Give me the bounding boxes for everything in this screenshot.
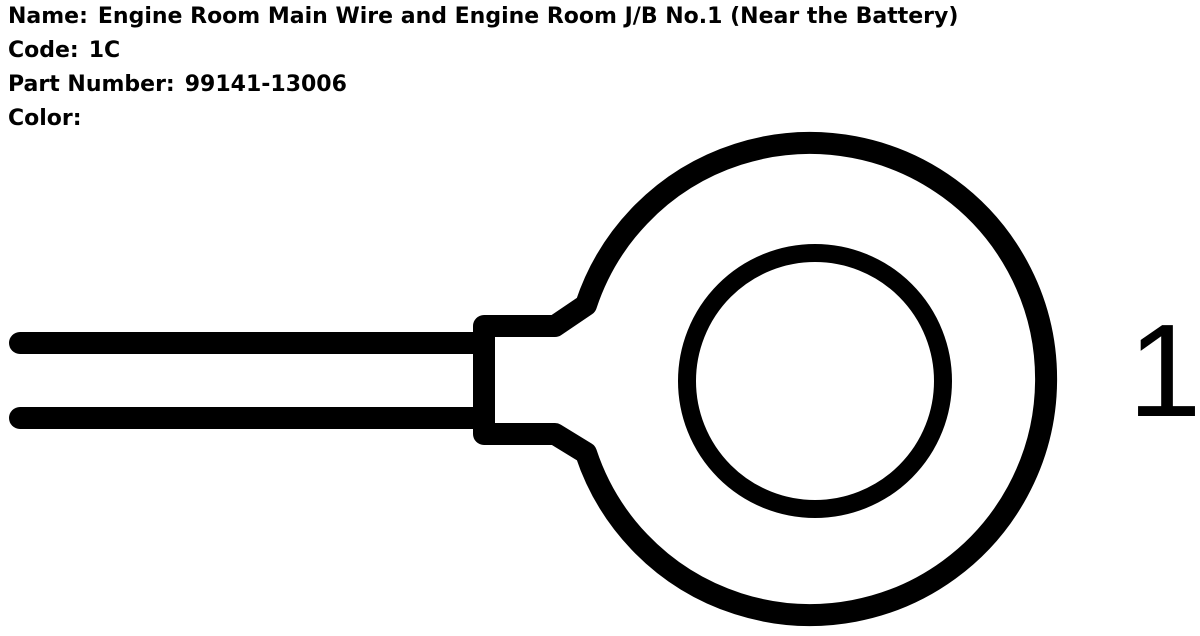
color-label: Color: (8, 106, 82, 131)
terminal-outline (473, 132, 1058, 626)
terminal-hole (678, 244, 952, 518)
color-row: Color: (8, 102, 958, 136)
code-label: Code: (8, 38, 79, 63)
terminal-number: 1 (1128, 297, 1200, 444)
connector-info: Name: Engine Room Main Wire and Engine Ro… (8, 0, 958, 136)
name-row: Name: Engine Room Main Wire and Engine Ro… (8, 0, 958, 34)
name-label: Name: (8, 4, 88, 29)
code-row: Code: 1C (8, 34, 958, 68)
part-number-value: 99141-13006 (184, 72, 347, 97)
name-value: Engine Room Main Wire and Engine Room J/… (97, 4, 959, 29)
code-value: 1C (88, 38, 121, 63)
part-number-row: Part Number: 99141-13006 (8, 68, 958, 102)
part-number-label: Part Number: (8, 72, 175, 97)
